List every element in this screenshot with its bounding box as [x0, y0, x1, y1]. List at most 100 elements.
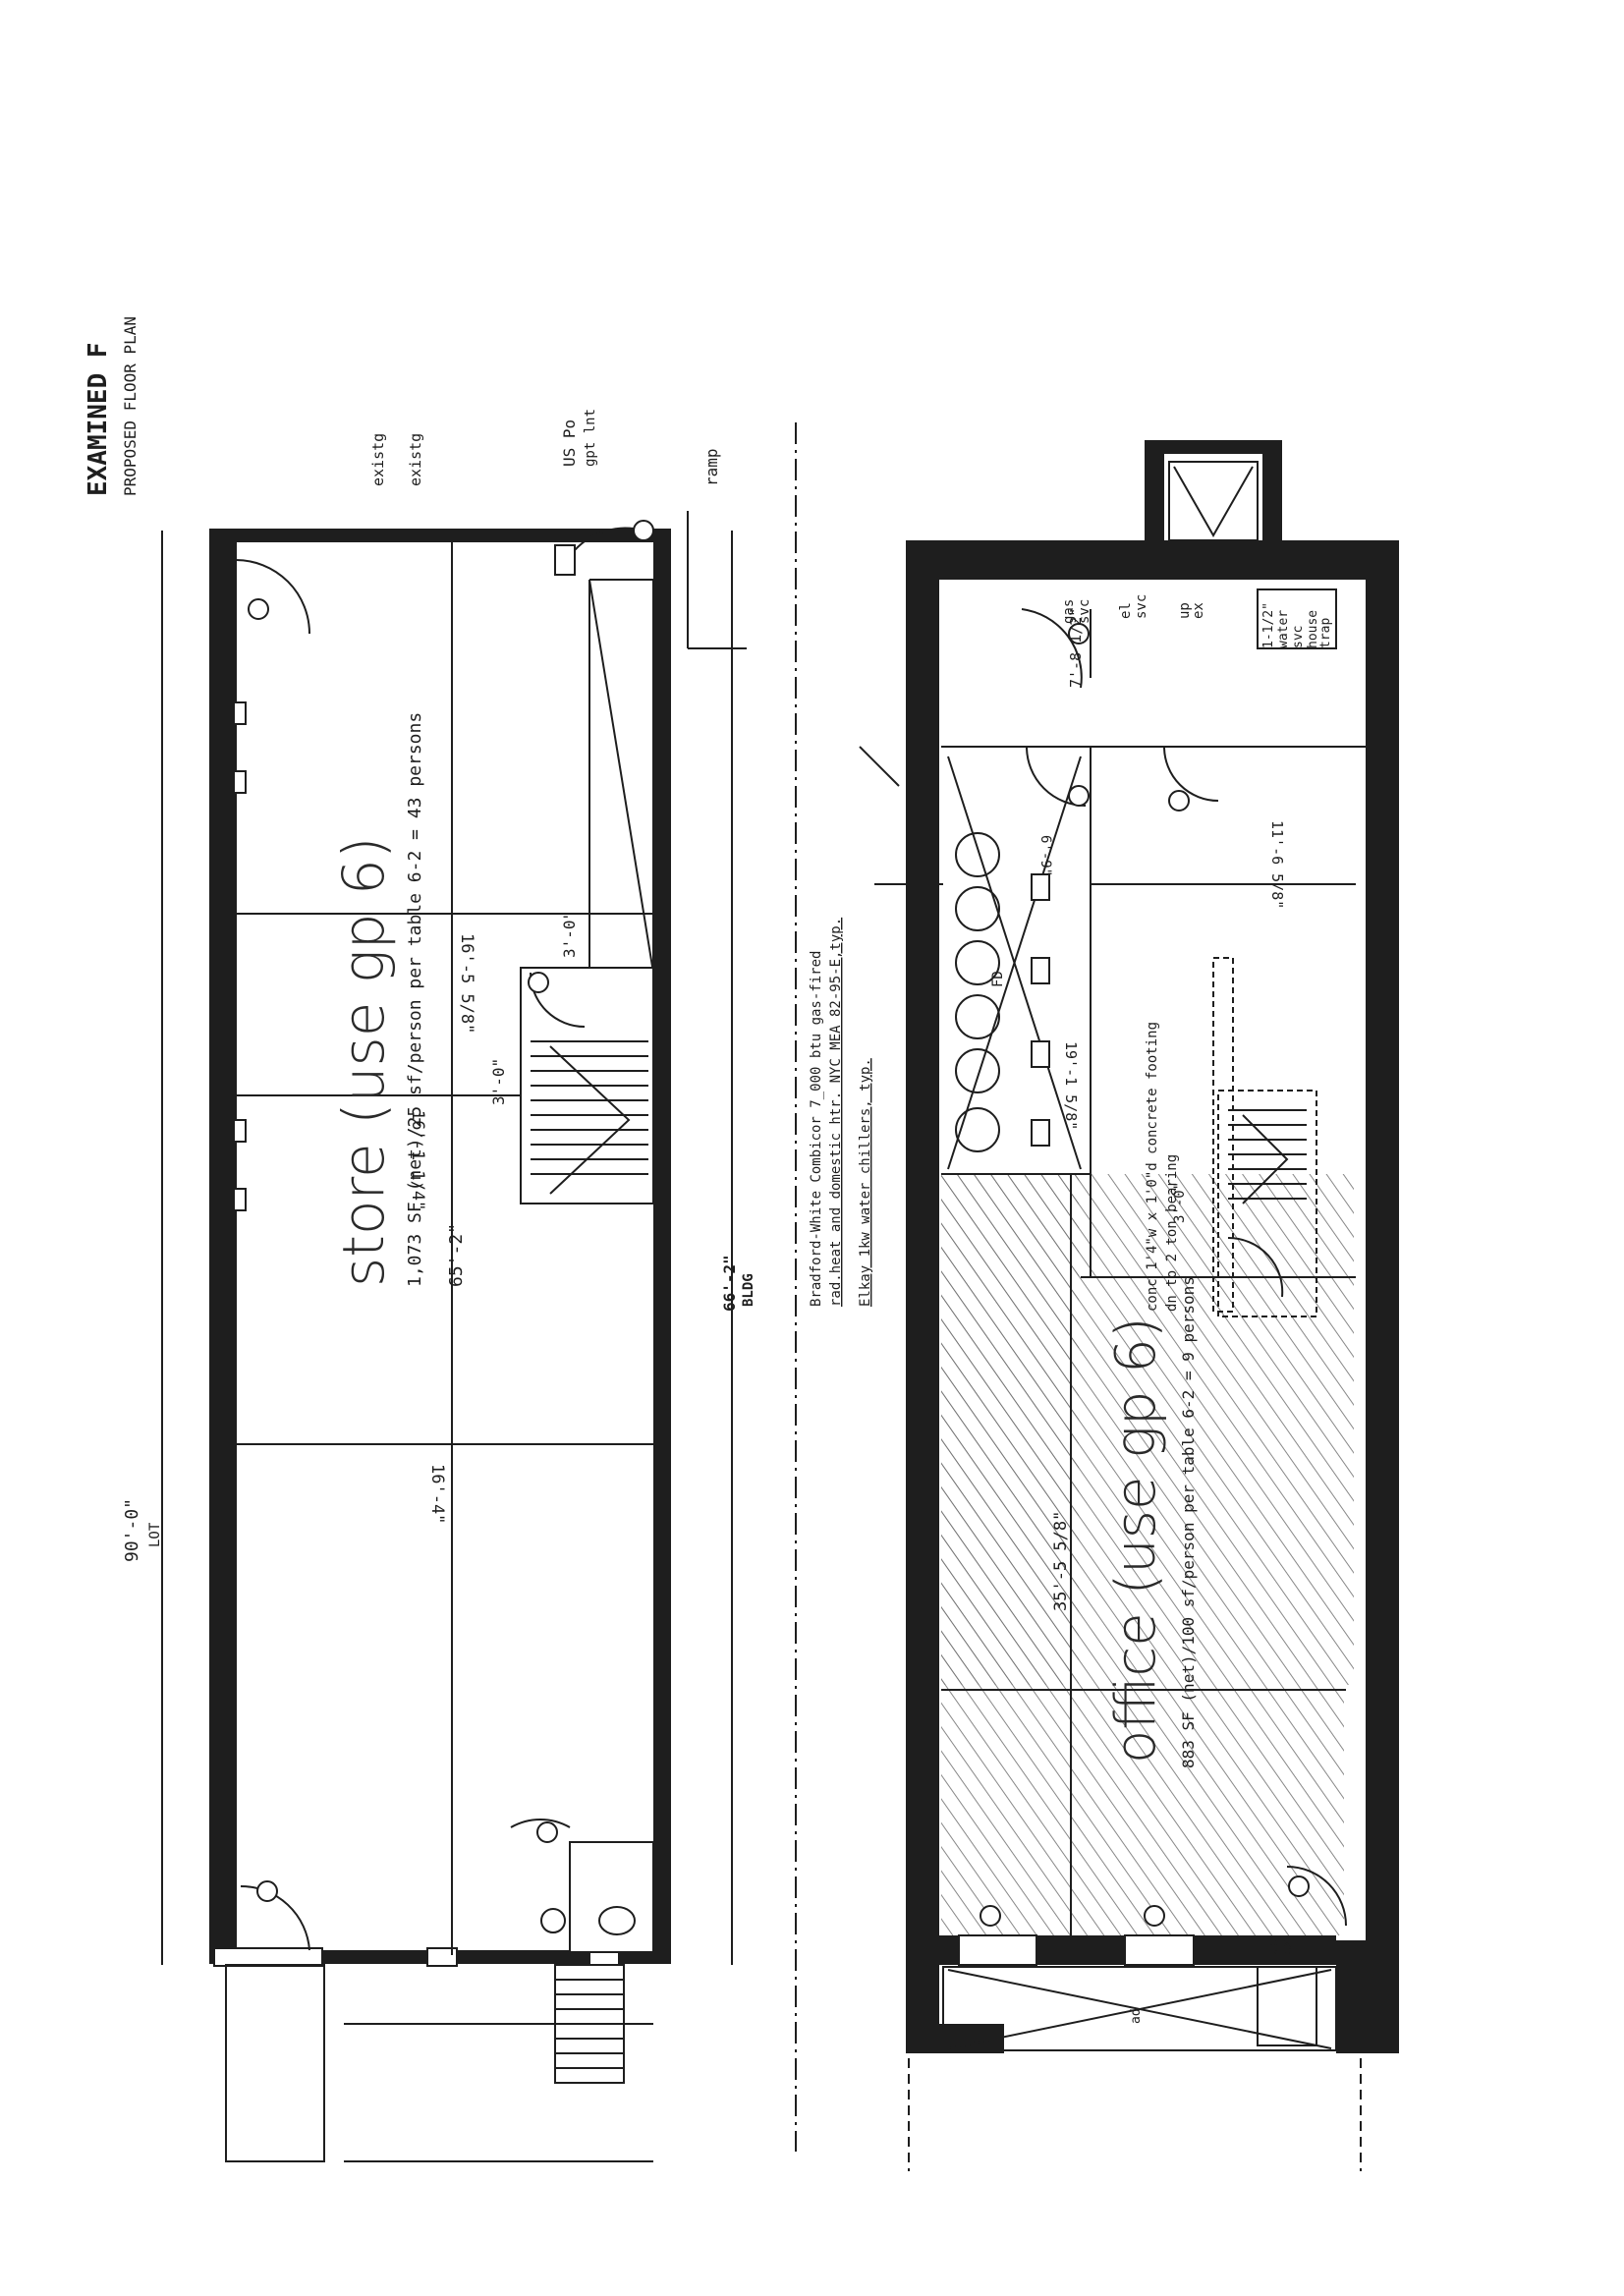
office-rear-ext-wall-right: [1262, 444, 1282, 547]
office-rear-ext-wall-left: [1145, 444, 1164, 547]
boiler-door-tag: [1068, 785, 1090, 807]
office-plan: office (use gp 6) 883 SF (net)/100 sf/pe…: [809, 440, 1399, 2171]
boiler-5: [955, 1048, 1000, 1093]
water-label: 1-1/2": [1261, 602, 1276, 648]
rear-up-ex-label: up: [1177, 602, 1193, 619]
store-door-tag-7: [633, 520, 654, 541]
store-entry-door-swing: [240, 1884, 310, 1951]
boiler-4: [955, 994, 1000, 1039]
boiler-note-2: rad.heat and domestic htr. NYC MEA 82-95…: [828, 918, 844, 1307]
office-front-pier-1: [939, 1935, 959, 1965]
gas-label-2: svc: [1077, 599, 1092, 624]
store-wall-top: [209, 529, 671, 542]
store-width-dim-3: 16'-4": [427, 1464, 447, 1524]
store-room-name: store (use gp 6): [330, 837, 397, 1287]
office-rear-ext-wall-top: [1145, 440, 1282, 454]
store-front-window-2: [426, 1947, 458, 1967]
store-width-dim-1: 16'-5 5/8": [457, 933, 476, 1034]
store-wall-right: [653, 535, 671, 1962]
office-window-tag-1: [980, 1905, 1001, 1927]
store-door-swing-1: [235, 559, 310, 635]
store-area-note: 1,073 SF (net)/25 sf/person per table 6-…: [405, 712, 425, 1287]
store-plan: EXAMINED F PROPOSED FLOOR PLAN: [84, 316, 797, 2162]
store-stair-treads: [531, 1040, 648, 1195]
store-toilet-door-swing: [510, 1818, 571, 1828]
office-wall-bottom-left: [906, 2024, 1004, 2053]
store-pier-1: [233, 701, 247, 725]
store-room-length-dim: 65'-2": [446, 1223, 467, 1287]
office-wall-top: [906, 540, 1399, 580]
store-lavatory: [540, 1908, 566, 1933]
store-pier-2: [233, 770, 247, 794]
office-wall-left: [906, 540, 939, 2053]
gas-dim: 7'-8 1/2": [1067, 608, 1085, 688]
office-front-pier-3: [1194, 1935, 1336, 1965]
concrete-footing: [1212, 957, 1234, 1313]
store-door-frame-7: [554, 544, 576, 576]
examined-stamp: EXAMINED F: [84, 342, 113, 496]
chiller-4: [1031, 1119, 1050, 1147]
store-pier-3: [233, 1119, 247, 1143]
us-post-label-2: gpt lnt: [583, 409, 598, 467]
examined-stamp-sub: PROPOSED FLOOR PLAN: [121, 316, 140, 496]
cellar-door-swing: [1163, 746, 1219, 802]
store-wall-left: [209, 535, 237, 1962]
boiler-2: [955, 886, 1000, 931]
office-front-window-1: [958, 1934, 1037, 1966]
lot-dim-label: LOT: [147, 1522, 163, 1547]
store-stair-dim-2: 3'-0": [489, 1058, 508, 1105]
mech-door-swing: [1021, 608, 1083, 689]
cellar-door-tag: [1168, 790, 1190, 812]
boiler-1: [955, 832, 1000, 877]
cellar-stair-treads: [1228, 1109, 1307, 1204]
boiler-note: Bradford-White Combicor 7_000 btu gas-fi…: [809, 951, 824, 1307]
store-stair-door-tag: [528, 972, 549, 993]
area-drain-label: ad: [1129, 2008, 1144, 2024]
el-label: el: [1118, 602, 1134, 619]
office-wall-bottom-right: [1336, 1940, 1399, 2053]
office-room-name: office (use gp 6): [1104, 1316, 1168, 1764]
office-front-pier-2: [1036, 1935, 1125, 1965]
water-label-3: svc: [1291, 626, 1306, 648]
store-front-window: [213, 1947, 323, 1967]
office-hatch-3: [941, 1174, 1079, 1685]
front-up-ex-label-2: ex: [1280, 1939, 1295, 1955]
footing-note-2: dn to 2 ton bearing: [1164, 1154, 1180, 1312]
mech-door-tag: [1068, 623, 1090, 644]
office-areaway: [942, 1966, 1337, 2051]
us-post-label: US Po: [560, 420, 579, 467]
existg-label-2: existg: [407, 433, 424, 486]
cellar-stair-dashed: [1217, 1090, 1317, 1317]
house-label: house: [1306, 610, 1320, 648]
office-front-window-2: [1124, 1934, 1195, 1966]
store-entry-vestibule: [225, 1964, 325, 2162]
office-rear-stair-arrow: [1173, 466, 1254, 538]
store-water-closet: [598, 1906, 636, 1935]
store-toilet-room: [569, 1841, 654, 1953]
rear-up-ex-label-2: ex: [1191, 602, 1206, 619]
water-svc-box: [1257, 588, 1337, 649]
floor-drain-label: FD: [990, 971, 1006, 987]
store-front-step-treads: [555, 1979, 624, 2069]
house-label-2: trap: [1318, 618, 1333, 648]
store-pier-4: [233, 1188, 247, 1211]
office-area-note: 883 SF (net)/100 sf/person per table 6-2…: [1179, 1276, 1198, 1768]
store-toilet-door-tag: [536, 1821, 558, 1843]
bldg-dim-label: BLDG: [741, 1273, 756, 1307]
chiller-note: Elkay 1kw water chillers, typ.: [858, 1058, 873, 1307]
office-areaway-x-2: [947, 1969, 1332, 2049]
boiler-6: [955, 1107, 1000, 1152]
store-width-dim-2: 16'-1 1/4": [408, 1110, 427, 1210]
gas-label: gas: [1061, 599, 1077, 624]
office-front-door-tag: [1288, 1876, 1310, 1897]
chiller-3: [1031, 1040, 1050, 1068]
office-window-tag-2: [1144, 1905, 1165, 1927]
boiler-room-dim: 6'-9": [1037, 835, 1053, 876]
cellar-stair-dim: 3'-0": [1172, 1182, 1188, 1223]
front-up-ex-label: up: [1266, 1939, 1281, 1955]
store-stair-dim-1: 3'-0": [560, 911, 579, 958]
el-label-2: svc: [1134, 594, 1149, 619]
store-door-tag-8: [248, 598, 269, 620]
office-front-stair: [1257, 1966, 1317, 2046]
